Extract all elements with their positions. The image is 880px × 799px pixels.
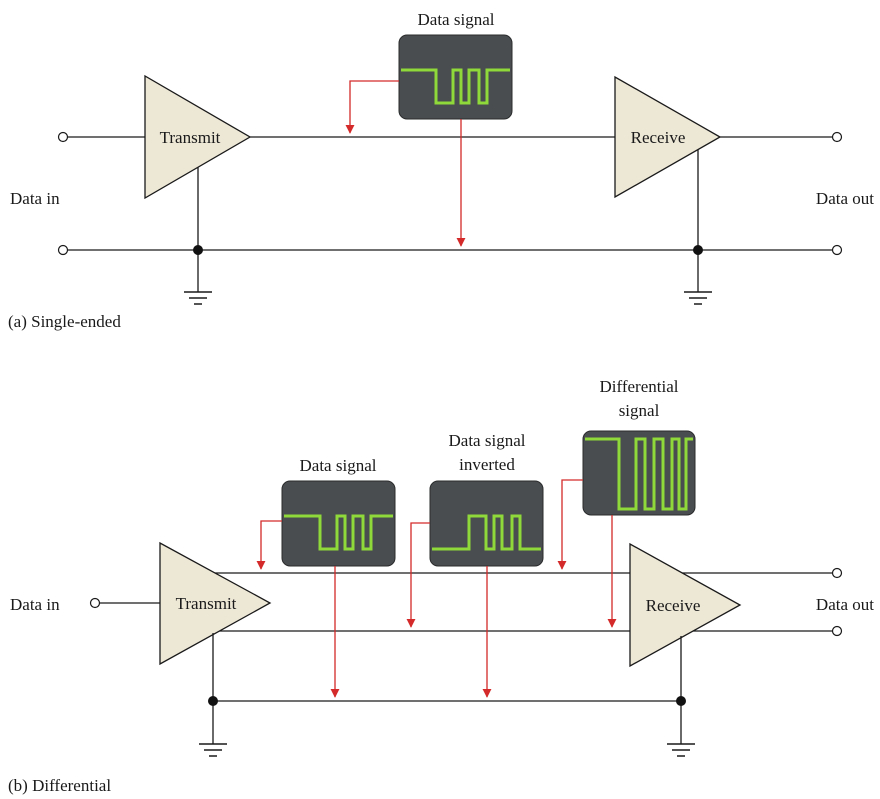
- signal-waveform: [284, 514, 393, 551]
- oscilloscope-screen: [582, 430, 696, 516]
- data-out-terminal: [831, 131, 843, 143]
- probe-arrow: [256, 520, 282, 570]
- transmit-label: Transmit: [160, 128, 221, 147]
- scope-title-line-2: inverted: [459, 455, 515, 474]
- probe-arrow: [406, 522, 430, 628]
- junction-node: [193, 245, 203, 255]
- data-in-terminal: [57, 131, 69, 143]
- caption-differential: (b) Differential: [8, 776, 111, 795]
- receive-label: Receive: [631, 128, 686, 147]
- ground-symbol: [667, 743, 695, 757]
- scope-title: Data signal: [300, 456, 377, 475]
- data-in-label: Data in: [10, 189, 60, 208]
- junction-node: [208, 696, 218, 706]
- probe-arrow: [345, 80, 399, 134]
- differential-diagram: Transmit Receive Data in Data out Data s…: [8, 377, 874, 795]
- receive-amplifier: [614, 75, 722, 199]
- data-in-ground-terminal: [57, 244, 69, 256]
- ground-symbol: [684, 291, 712, 305]
- transmit-label: Transmit: [176, 594, 237, 613]
- scope-title-line-2: signal: [619, 401, 660, 420]
- scope-title: Data signal: [418, 10, 495, 29]
- data-out-positive-terminal: [831, 567, 843, 579]
- data-out-negative-terminal: [831, 625, 843, 637]
- signal-waveform: [401, 68, 510, 105]
- ground-symbol: [184, 291, 212, 305]
- scope-title-line-1: Data signal: [449, 431, 526, 450]
- inverted-signal-waveform: [432, 514, 541, 551]
- receive-amplifier: [629, 542, 742, 668]
- differential-signal-waveform: [585, 437, 693, 511]
- data-out-label: Data out: [816, 595, 874, 614]
- data-in-terminal: [89, 597, 101, 609]
- oscilloscope-screen: [398, 34, 513, 120]
- data-in-label: Data in: [10, 595, 60, 614]
- transmit-amplifier: [144, 74, 252, 200]
- data-out-label: Data out: [816, 189, 874, 208]
- single-ended-diagram: Transmit Receive Data in Data out Data s…: [8, 10, 874, 331]
- scope-title-line-1: Differential: [600, 377, 679, 396]
- transmit-amplifier: [159, 541, 272, 666]
- receive-label: Receive: [646, 596, 701, 615]
- junction-node: [693, 245, 703, 255]
- data-out-ground-terminal: [831, 244, 843, 256]
- probe-arrow: [557, 479, 583, 570]
- junction-node: [676, 696, 686, 706]
- ground-symbol: [199, 743, 227, 757]
- caption-single-ended: (a) Single-ended: [8, 312, 121, 331]
